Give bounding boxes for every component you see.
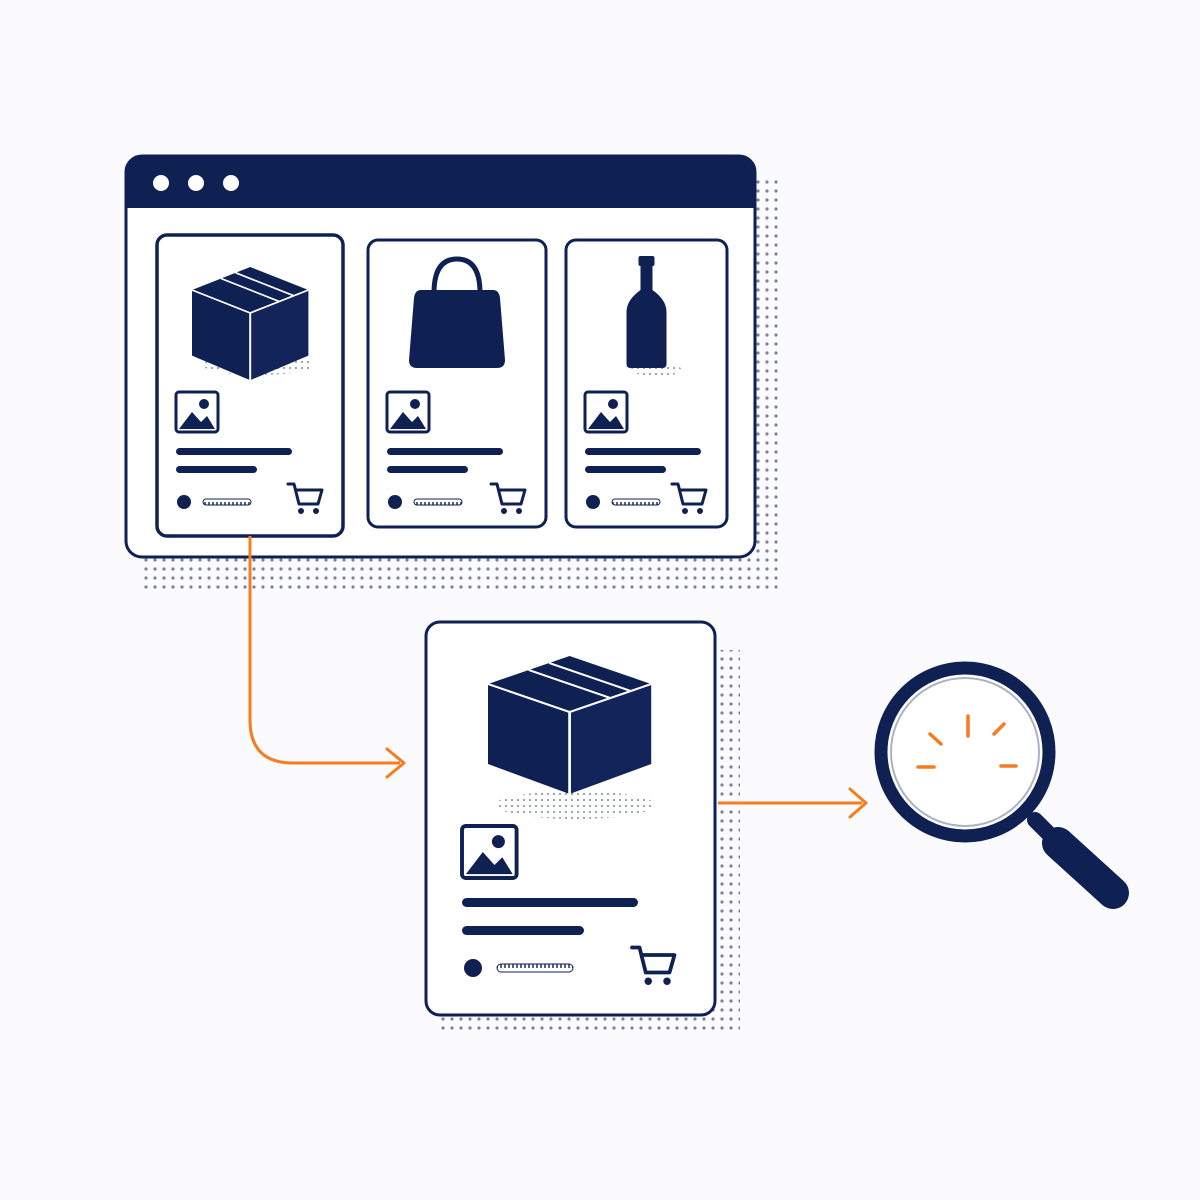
- product-card-3[interactable]: [564, 238, 729, 529]
- avatar-dot: [177, 495, 191, 509]
- window-dot[interactable]: [188, 175, 204, 191]
- shopping-bag-icon: [409, 256, 505, 368]
- window-controls: [153, 175, 239, 191]
- arrowhead-icon: [848, 787, 868, 819]
- card-frame: [366, 238, 548, 529]
- price-line: [413, 498, 463, 506]
- avatar-dot: [586, 495, 600, 509]
- card-frame: [564, 238, 729, 529]
- product-detail-card[interactable]: [424, 620, 740, 1030]
- connector-arrow-to-detail: [248, 536, 400, 765]
- subtitle-line: [387, 466, 468, 473]
- title-line: [585, 448, 701, 455]
- window-titlebar: [126, 156, 755, 208]
- arrowhead-icon: [385, 747, 406, 779]
- window-dot[interactable]: [223, 175, 239, 191]
- subtitle-line: [176, 466, 257, 473]
- avatar-dot: [464, 959, 482, 977]
- bottle-icon: [626, 256, 683, 376]
- product-grid: [155, 233, 729, 538]
- magnifying-glass-icon: [874, 661, 1129, 909]
- box-shadow: [495, 791, 655, 819]
- product-card-2[interactable]: [366, 238, 548, 529]
- image-placeholder-icon: [460, 824, 519, 880]
- title-line: [462, 898, 638, 907]
- sparkle-icon: [916, 714, 1018, 769]
- image-placeholder-icon: [583, 390, 629, 434]
- price-line: [496, 963, 574, 973]
- price-line: [202, 498, 252, 506]
- title-line: [387, 448, 503, 455]
- lens-ring: [874, 661, 1056, 843]
- subtitle-line: [462, 926, 584, 935]
- product-card-1[interactable]: [155, 233, 345, 538]
- image-placeholder-icon: [385, 390, 431, 434]
- handle: [1042, 827, 1129, 909]
- window-dot[interactable]: [153, 175, 169, 191]
- title-line: [176, 448, 292, 455]
- subtitle-line: [585, 466, 666, 473]
- image-placeholder-icon: [174, 390, 220, 434]
- price-line: [611, 498, 661, 506]
- avatar-dot: [388, 495, 402, 509]
